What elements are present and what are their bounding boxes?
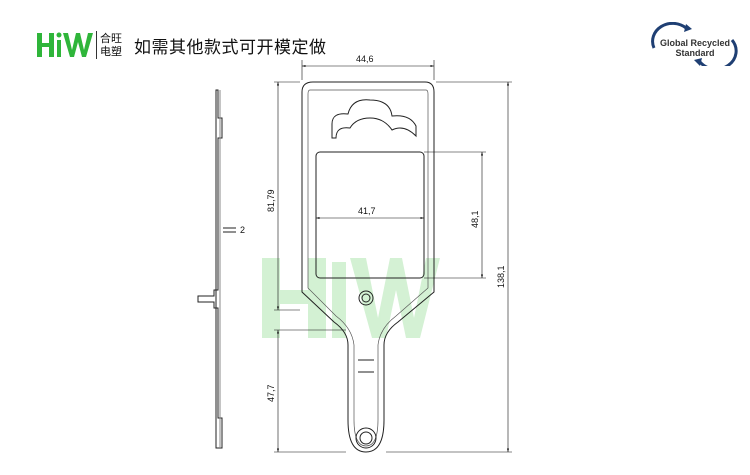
side-view	[197, 89, 236, 449]
watermark-logo	[262, 258, 440, 338]
lower-hole	[355, 427, 377, 449]
lower-hole-inner	[359, 431, 373, 445]
company-line2: 电塑	[100, 45, 122, 58]
upper-hole-inner	[361, 293, 371, 303]
stem-height-label: 47,7	[266, 384, 276, 402]
dim-window-height	[424, 151, 486, 279]
hanger-outline	[301, 81, 435, 453]
hanger-hook	[331, 99, 417, 139]
brand-logo	[36, 30, 94, 60]
dim-body-height	[274, 81, 300, 311]
thickness-label: 2	[240, 225, 245, 235]
brand-divider	[96, 31, 97, 59]
grs-line1: Global Recycled	[660, 38, 731, 48]
hiw-logo-icon	[37, 32, 93, 57]
grs-label: Global Recycled Standard	[660, 38, 730, 58]
recycle-arrows-icon	[651, 22, 738, 66]
dim-overall-width	[301, 60, 435, 80]
window-height-label: 48,1	[470, 210, 480, 228]
body-height-label: 81,79	[266, 189, 276, 212]
dim-stem-height	[274, 329, 346, 453]
company-name: 合旺 电塑	[100, 32, 122, 58]
company-line1: 合旺	[100, 32, 122, 45]
grs-line2: Standard	[675, 48, 715, 58]
overall-width-label: 44,6	[356, 54, 374, 64]
total-height-label: 138,1	[496, 265, 506, 288]
display-window	[315, 151, 425, 279]
upper-hole	[358, 290, 374, 306]
dim-total-height	[386, 81, 512, 453]
window-width-label: 41,7	[358, 206, 376, 216]
slogan: 如需其他款式可开模定做	[134, 38, 327, 58]
